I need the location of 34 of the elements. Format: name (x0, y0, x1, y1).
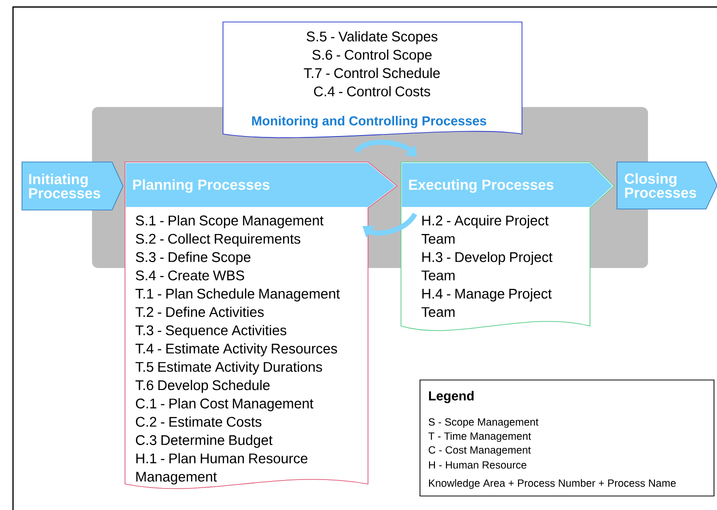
legend-entry: S - Scope Management (428, 418, 538, 428)
process-item: H.3 - Develop Project Team (422, 252, 552, 280)
legend-entry: C - Cost Management (428, 446, 531, 456)
process-item: C.1 - Plan Cost Management (136, 398, 314, 412)
process-item: S.1 - Plan Scope Management (136, 215, 324, 228)
section-heading: Executing Processes (409, 179, 554, 193)
process-item: S.6 - Control Scope (312, 50, 432, 63)
process-item: H.2 - Acquire Project Team (422, 215, 549, 244)
process-item: S.2 - Collect Requirements (136, 234, 300, 247)
legend-entry: T - Time Management (428, 432, 531, 442)
process-item: T.5 Estimate Activity Durations (136, 362, 322, 375)
legend-entry: H - Human Resource (429, 461, 526, 469)
legend-entry: Knowledge Area + Process Number + Process Name (429, 479, 676, 489)
process-item: T.7 - Control Schedule (304, 68, 440, 78)
document-box (400, 162, 614, 331)
curved-arrow (354, 140, 417, 157)
process-item: T.2 - Define Activities (136, 306, 264, 317)
process-item: H.4 - Manage Project Team (422, 288, 552, 317)
process-item: S.3 - Define Scope (136, 252, 250, 265)
section-heading: Monitoring and Controlling Processes (252, 116, 486, 128)
process-item: S.5 - Validate Scopes (306, 31, 438, 44)
legend-title: Legend (429, 390, 474, 404)
document-box (124, 162, 398, 489)
document-box (222, 22, 522, 138)
process-item: T.6 Develop Schedule (136, 380, 270, 393)
section-heading: Planning Processes (133, 179, 270, 193)
process-item: T.3 - Sequence Activities (136, 325, 286, 338)
process-item: C.3 Determine Budget (136, 434, 272, 448)
process-item: T.4 - Estimate Activity Resources (136, 343, 338, 356)
process-item: S.4 - Create WBS (136, 270, 244, 280)
process-item: H.1 - Plan Human Resource Management (136, 453, 308, 484)
process-item: C.4 - Control Costs (314, 86, 430, 96)
process-item: C.2 - Estimate Costs (136, 416, 262, 427)
process-item: T.1 - Plan Schedule Management (136, 288, 340, 302)
